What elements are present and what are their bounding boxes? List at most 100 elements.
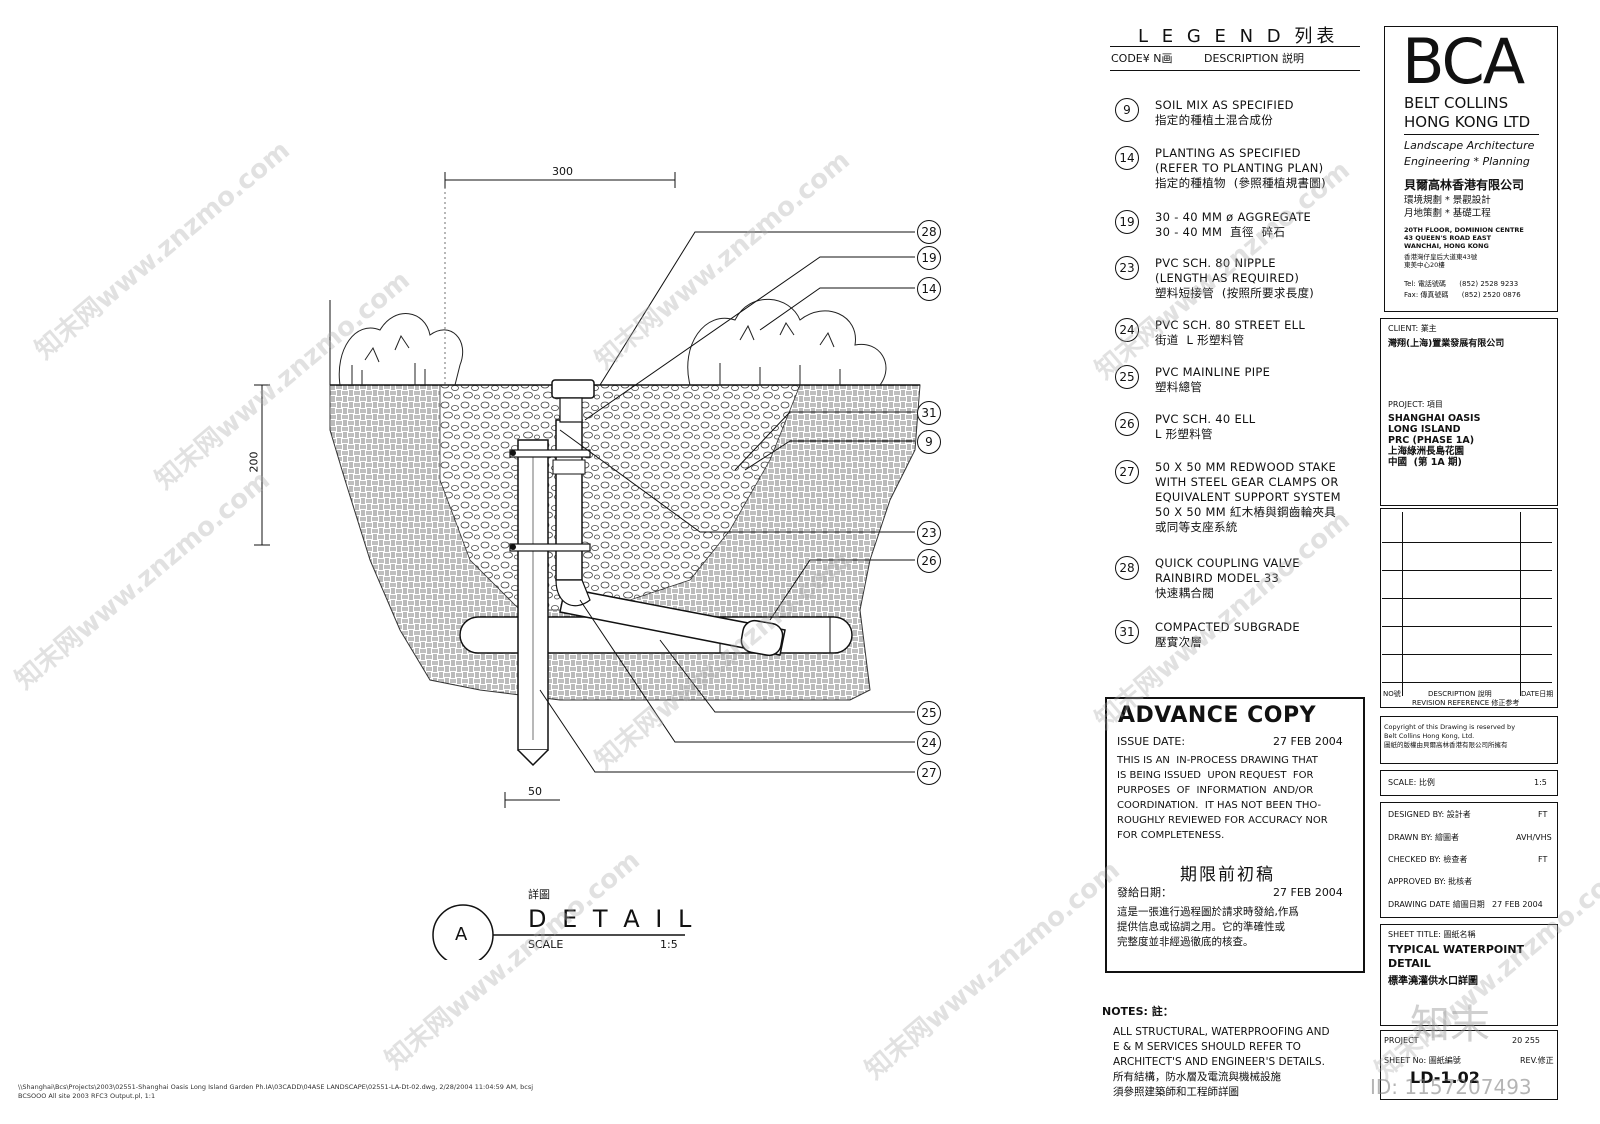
project-lines: SHANGHAI OASIS LONG ISLAND PRC (PHASE 1A… (1388, 413, 1481, 468)
legend-col-code: CODE¥ N画 (1111, 52, 1173, 65)
sheet-no-label: SHEET No: 圖紙編號 (1384, 1056, 1461, 1065)
advance-title: ADVANCE COPY (1118, 703, 1316, 728)
legend-text: SOIL MIX AS SPECIFIED 指定的種植土混合成份 (1155, 98, 1294, 127)
drawn-label: DRAWN BY: 繪圖者 (1388, 833, 1459, 842)
company-disc-cn-1: 環境規劃 * 景觀設計 (1404, 195, 1491, 206)
legend-code: 24 (1115, 318, 1139, 342)
legend-text: PVC SCH. 40 ELL L 形塑料管 (1155, 412, 1256, 441)
company-rule (1404, 134, 1539, 135)
callout-24: 24 (917, 731, 941, 755)
company-tel: Tel: 電話號碼 (852) 2528 9233 (1404, 280, 1519, 288)
advance-issue-date-cn: 27 FEB 2004 (1273, 886, 1343, 899)
copyright-box (1380, 716, 1558, 764)
company-name-cn: 貝爾高林香港有限公司 (1404, 178, 1525, 192)
legend-text: PVC MAINLINE PIPE 塑料總管 (1155, 365, 1271, 394)
company-disc-2: Engineering * Planning (1404, 155, 1530, 168)
client-box (1380, 318, 1558, 506)
legend-rule-bottom (1110, 70, 1360, 71)
legend-code: 28 (1115, 556, 1139, 580)
legend-text: 30 - 40 MM ø AGGREGATE 30 - 40 MM 直徑 碎石 (1155, 210, 1312, 239)
revision-box (1380, 508, 1558, 708)
revision-ref: REVISION REFERENCE 修正参考 (1412, 699, 1520, 707)
shrub-right (687, 298, 887, 386)
legend-text: PVC SCH. 80 STREET ELL 街道 L 形塑料管 (1155, 318, 1306, 347)
legend-code: 25 (1115, 365, 1139, 389)
company-disc-1: Landscape Architecture (1404, 139, 1535, 152)
sheet-no-value: LD-1.02 (1410, 1068, 1480, 1087)
designed-label: DESIGNED BY: 設計者 (1388, 810, 1471, 819)
legend-rule-top (1110, 46, 1360, 47)
revision-vline (1402, 512, 1403, 696)
staff-box (1380, 802, 1558, 918)
detail-letter: A (455, 924, 468, 945)
legend-text: COMPACTED SUBGRADE 壓實次層 (1155, 620, 1300, 649)
sheet-rev-label: REV.修正 (1520, 1056, 1554, 1065)
scale-label: SCALE: 比例 (1388, 778, 1435, 787)
shrub-left (338, 313, 464, 386)
notes-label: NOTES: 註： (1102, 1005, 1174, 1018)
callout-23: 23 (917, 521, 941, 545)
legend-text: PLANTING AS SPECIFIED (REFER TO PLANTING… (1155, 146, 1326, 190)
sheet-title-line1: TYPICAL WATERPOINT (1388, 943, 1525, 956)
legend-code: 14 (1115, 146, 1139, 170)
company-disc-cn-2: 月地策劃 * 基礎工程 (1404, 208, 1491, 219)
company-address-cn: 香港灣仔皇后大道東43號 東美中心20樓 (1404, 253, 1478, 269)
checked-value: FT (1538, 855, 1548, 864)
legend-code: 27 (1115, 460, 1139, 484)
legend-text: 50 X 50 MM REDWOOD STAKE WITH STEEL GEAR… (1155, 460, 1341, 534)
advance-copy-box (1105, 697, 1365, 973)
company-box (1384, 26, 1558, 312)
legend-code: 31 (1115, 620, 1139, 644)
advance-title-cn: 期限前初稿 (1180, 865, 1275, 885)
advance-issue-label-cn: 發給日期： (1117, 886, 1172, 899)
legend-text: QUICK COUPLING VALVE RAINBIRD MODEL 33 快… (1155, 556, 1300, 600)
sheet-no-box (1380, 1030, 1558, 1100)
revision-desc: DESCRIPTION 說明 (1428, 690, 1492, 698)
legend-code: 19 (1115, 210, 1139, 234)
legend-code: 23 (1115, 256, 1139, 280)
project-no-value: 20 255 (1512, 1036, 1540, 1045)
callout-28: 28 (917, 220, 941, 244)
sheet-title-line2: DETAIL (1388, 957, 1431, 970)
client-label: CLIENT: 業主 (1388, 324, 1437, 333)
legend-title: L E G E N D 列表 (1138, 26, 1339, 47)
callout-25: 25 (917, 701, 941, 725)
detail-title: D E T A I L (528, 905, 696, 933)
revision-date: DATE日期 (1521, 690, 1554, 698)
callout-19: 19 (917, 246, 941, 270)
legend-code: 26 (1115, 412, 1139, 436)
sheet-title-cn: 標準澆灌供水口詳圖 (1388, 976, 1478, 987)
notes-body: ALL STRUCTURAL, WATERPROOFING AND E & M … (1113, 1026, 1330, 1098)
advance-body: THIS IS AN IN-PROCESS DRAWING THAT IS BE… (1117, 755, 1328, 841)
drawing-date-label: DRAWING DATE 繪圖日期 (1388, 900, 1485, 909)
advance-issue-label: ISSUE DATE: (1117, 735, 1186, 748)
scale-value: 1:5 (1534, 778, 1547, 787)
company-name-1: BELT COLLINS (1404, 94, 1509, 112)
drawn-value: AVH/VHS (1516, 833, 1552, 842)
detail-scale-value: 1:5 (660, 938, 678, 951)
scale-box (1380, 770, 1558, 796)
callout-27: 27 (917, 761, 941, 785)
project-no-label: PROJECT (1384, 1036, 1419, 1045)
callout-31: 31 (917, 401, 941, 425)
dim-left: 200 (247, 451, 261, 473)
id-stamp: ID: 1157207493 (1370, 1075, 1532, 1099)
revision-grid (1382, 515, 1552, 687)
checked-label: CHECKED BY: 檢查者 (1388, 855, 1468, 864)
dim-bottom: 50 (528, 785, 542, 798)
company-name-2: HONG KONG LTD (1404, 113, 1531, 131)
project-label: PROJECT: 項目 (1388, 400, 1443, 409)
watermark-logo: 知末 (1410, 1002, 1490, 1048)
company-fax: Fax: 傳真號碼 (852) 2520 0876 (1404, 291, 1521, 299)
callout-26: 26 (917, 549, 941, 573)
callout-14: 14 (917, 277, 941, 301)
copyright-text: Copyright of this Drawing is reserved by… (1384, 723, 1516, 749)
client-name: 灣翔(上海)置業發展有限公司 (1388, 339, 1505, 349)
detail-scale-label: SCALE (528, 938, 564, 951)
designed-value: FT (1538, 810, 1548, 819)
approved-label: APPROVED BY: 批核者 (1388, 877, 1473, 886)
legend-text: PVC SCH. 80 NIPPLE (LENGTH AS REQUIRED) … (1155, 256, 1315, 300)
detail-drawing (254, 172, 921, 960)
dim-top: 300 (552, 165, 573, 178)
legend-code: 9 (1115, 98, 1139, 122)
